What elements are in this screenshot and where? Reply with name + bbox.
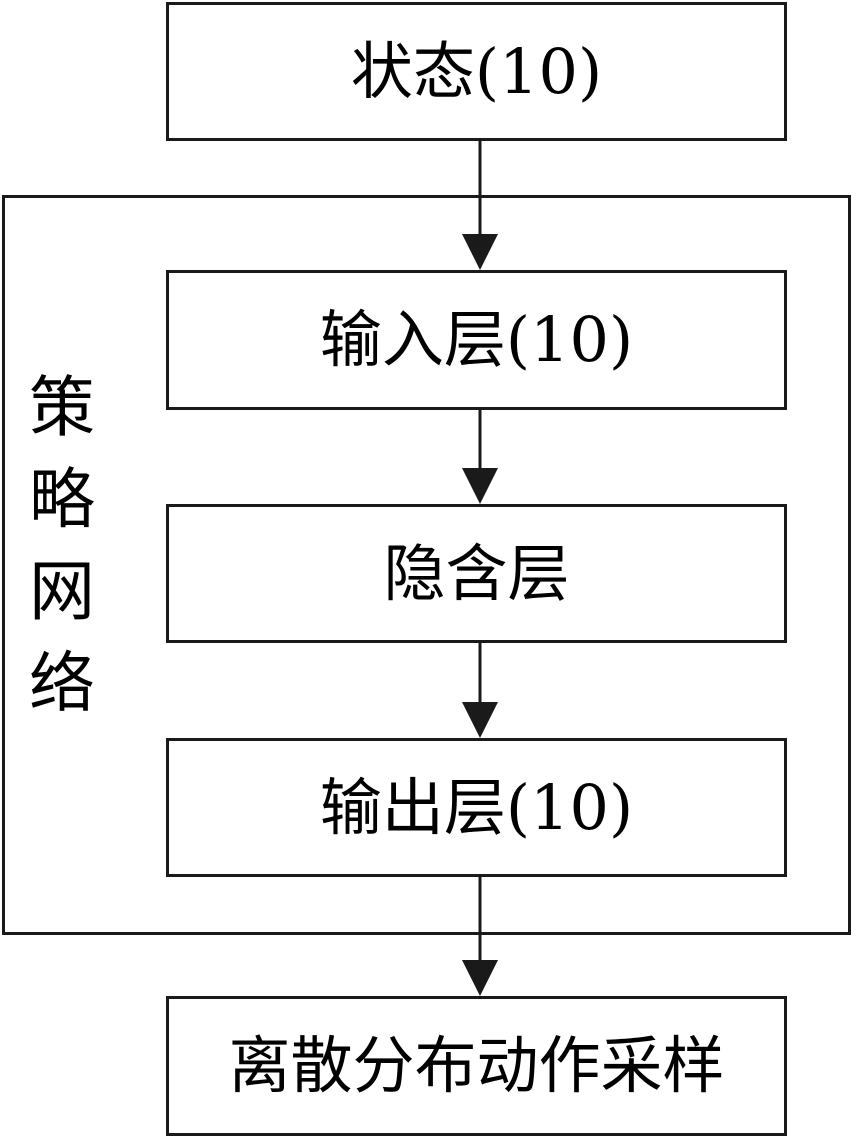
- arrowhead-state-to-input: [462, 234, 498, 270]
- policy-network-label-char: 策: [29, 369, 95, 446]
- state-node-label: 状态(10): [350, 34, 603, 108]
- policy-network-label: 策 略 网 络: [22, 362, 102, 730]
- policy-network-label-char: 网: [29, 553, 95, 630]
- output-layer-label: 输出层(10): [319, 770, 634, 844]
- arrowhead-input-to-hidden: [462, 468, 498, 504]
- action-sampling-node: 离散分布动作采样: [166, 996, 787, 1136]
- policy-network-label-char: 络: [29, 645, 95, 722]
- arrowhead-output-to-action: [462, 960, 498, 996]
- hidden-layer-label: 隐含层: [383, 536, 570, 610]
- action-sampling-label: 离散分布动作采样: [228, 1029, 725, 1102]
- input-layer-node: 输入层(10): [166, 270, 787, 410]
- policy-network-group: [2, 195, 851, 935]
- output-layer-node: 输出层(10): [166, 738, 787, 877]
- input-layer-label: 输入层(10): [319, 303, 634, 376]
- policy-network-label-char: 略: [29, 461, 95, 538]
- state-node: 状态(10): [166, 2, 787, 141]
- arrowhead-hidden-to-output: [462, 702, 498, 738]
- hidden-layer-node: 隐含层: [166, 504, 787, 643]
